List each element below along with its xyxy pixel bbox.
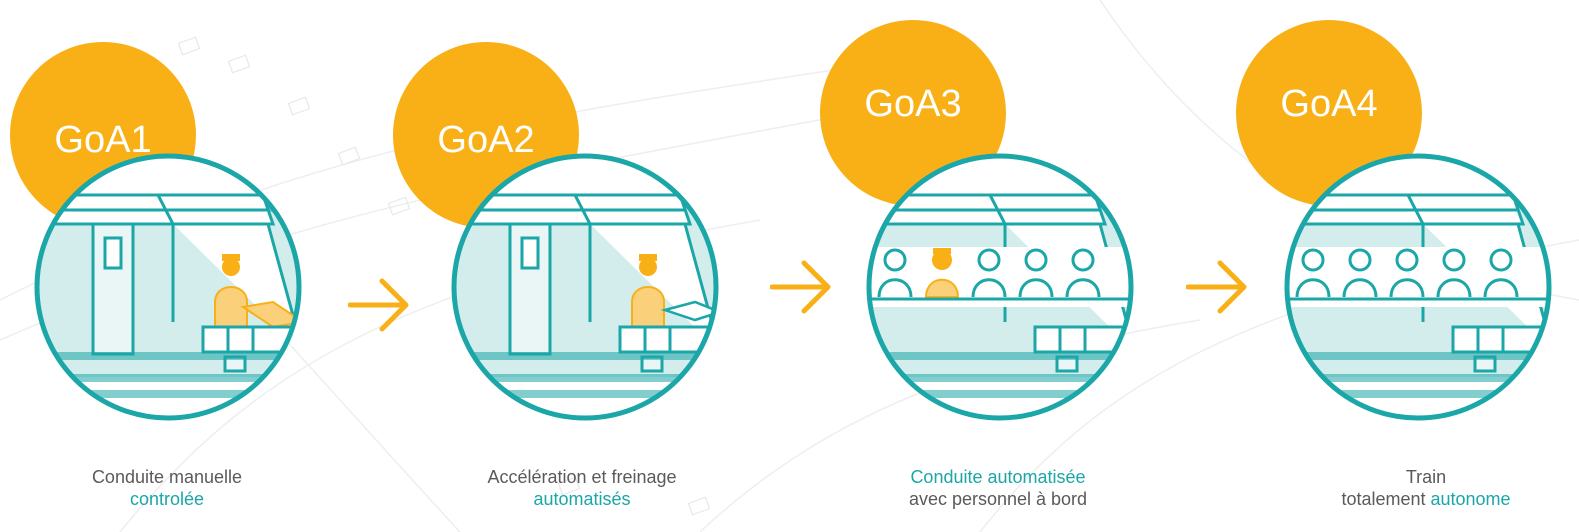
goa3-caption-highlight: Conduite automatisée (910, 467, 1086, 487)
arrow-right-icon (348, 278, 409, 332)
automated-train-icon (866, 153, 1134, 421)
goa2-caption-line1: Accélération et freinage (487, 467, 677, 487)
goa1-badge-label: GoA1 (54, 119, 152, 161)
goa3-caption: Conduite automatisée avec personnel à bo… (848, 466, 1148, 510)
goa2-badge-label: GoA2 (437, 119, 535, 161)
goa1-caption: Conduite manuelle controlée (17, 466, 317, 510)
assisted-train-icon (451, 153, 719, 421)
goa2-caption-highlight: automatisés (533, 489, 631, 509)
goa2-caption: Accélération et freinage automatisés (432, 466, 732, 510)
autonomous-train-icon (1284, 153, 1552, 421)
arrow-right-icon (770, 260, 831, 314)
goa3-caption-line2: avec personnel à bord (908, 489, 1088, 509)
arrow-right-icon (1186, 260, 1247, 314)
goa4-caption: Train totalement autonome (1276, 466, 1576, 510)
goa4-caption-highlight: autonome (1430, 489, 1511, 509)
stage-goa3: GoA3 (820, 0, 1250, 532)
goa3-badge-label: GoA3 (864, 83, 962, 125)
stage-goa4: GoA4 (1236, 0, 1579, 532)
goa4-badge-label: GoA4 (1280, 83, 1378, 125)
goa4-caption-line1: Train (1405, 467, 1447, 487)
goa4-caption-prefix: totalement (1341, 489, 1431, 509)
goa1-caption-highlight: controlée (129, 489, 205, 509)
stage-goa2: GoA2 Accélération et frein (393, 0, 832, 532)
goa1-caption-line1: Conduite manuelle (91, 467, 243, 487)
manual-train-icon (34, 153, 302, 421)
stage-goa1: GoA1 Conduite manue (0, 0, 420, 532)
